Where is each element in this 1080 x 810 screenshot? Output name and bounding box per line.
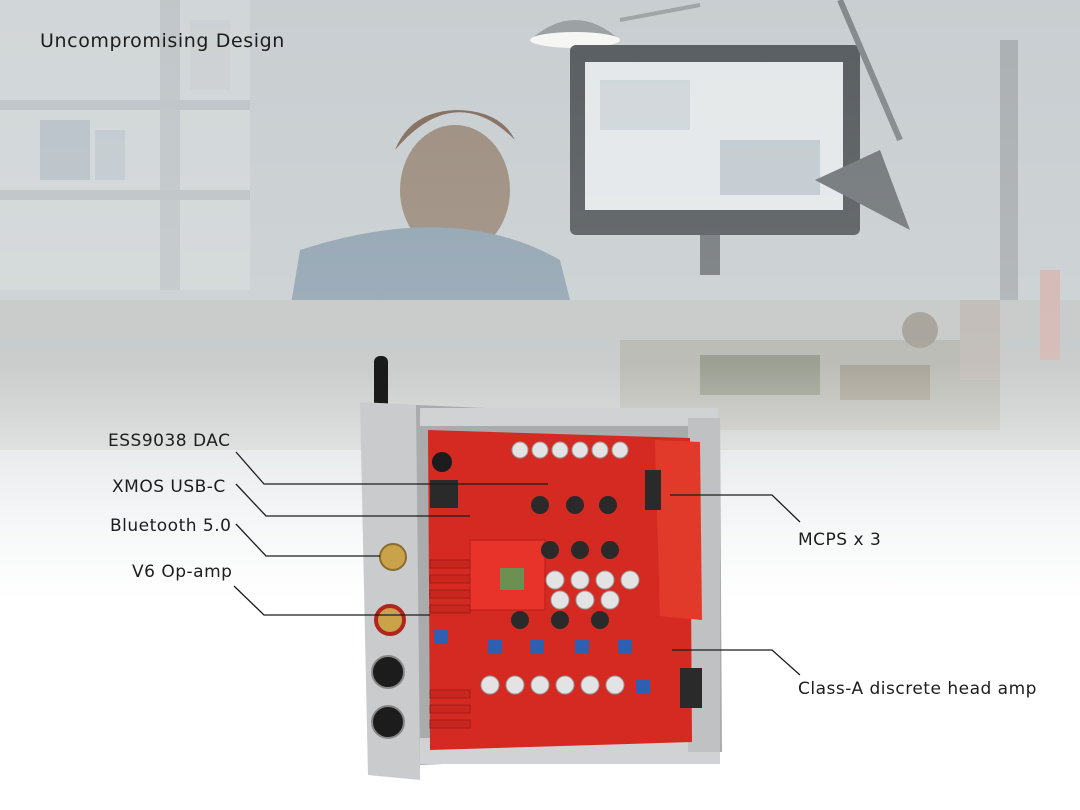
xlr-connector-top: [371, 655, 405, 689]
xlr-connector-bottom: [371, 705, 405, 739]
opamp-label: V6 Op-amp: [132, 562, 233, 582]
head-amp-label: Class-A discrete head amp: [798, 679, 1037, 699]
ess-dac-label: ESS9038 DAC: [108, 431, 231, 451]
bluetooth-label: Bluetooth 5.0: [110, 516, 232, 536]
coax-connector: [379, 543, 407, 571]
mcps-label: MCPS x 3: [798, 530, 882, 550]
rca-connector: [374, 604, 406, 636]
page-headline: Uncompromising Design: [40, 30, 285, 52]
main-pcb: [428, 430, 692, 750]
xmos-usb-label: XMOS USB-C: [112, 477, 226, 497]
